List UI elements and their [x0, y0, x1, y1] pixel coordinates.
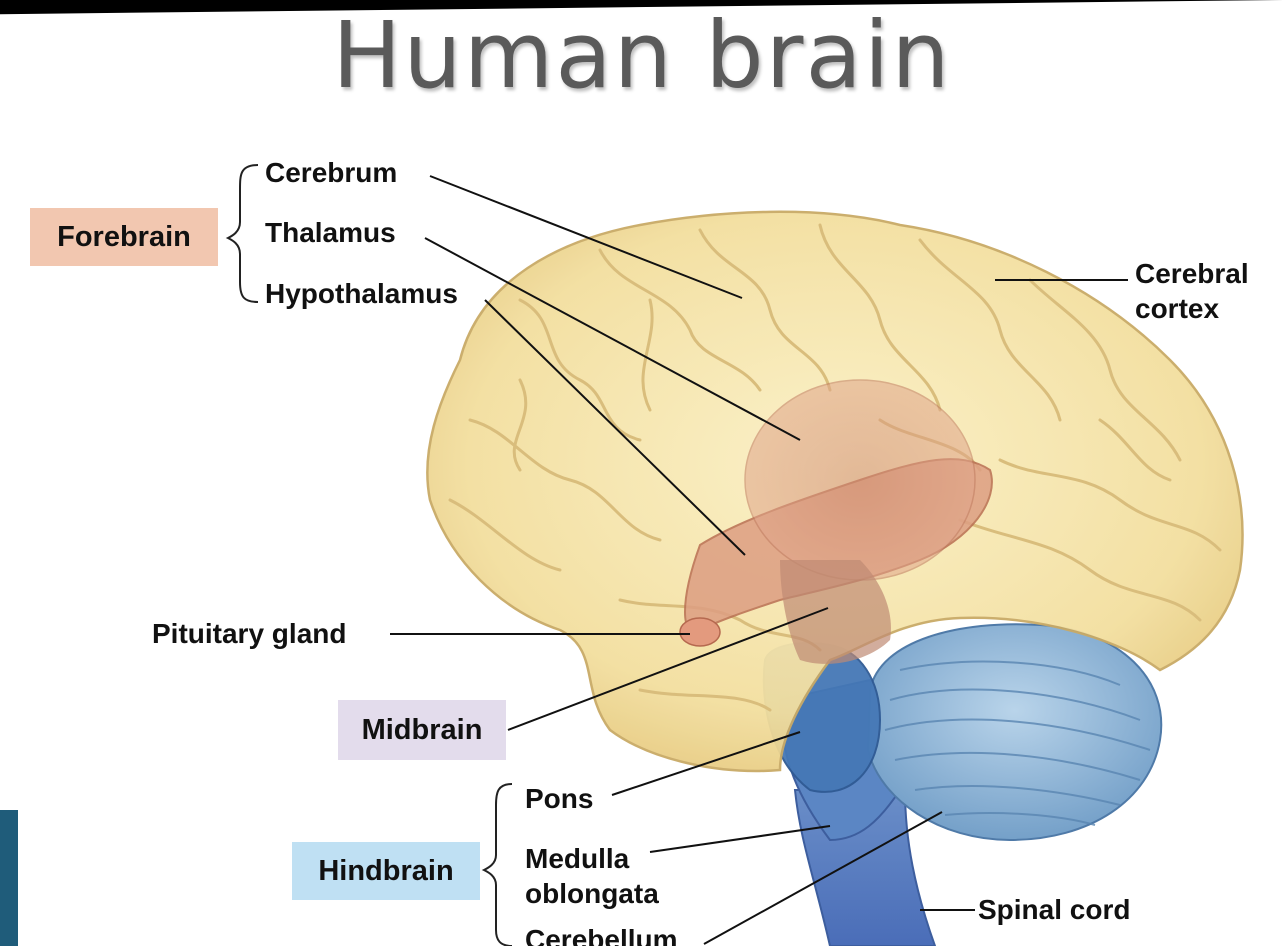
- label-cerebral-cortex-2: cortex: [1135, 293, 1220, 324]
- forebrain-bracket: [225, 164, 259, 303]
- midbrain-box: Midbrain: [338, 700, 506, 760]
- midbrain-label: Midbrain: [361, 713, 483, 746]
- cerebellum-shape: [866, 623, 1163, 842]
- label-cerebrum: Cerebrum: [265, 157, 398, 188]
- label-cerebral-cortex-1: Cerebral: [1135, 258, 1249, 289]
- hindbrain-bracket: [481, 783, 513, 946]
- hindbrain-label: Hindbrain: [318, 854, 454, 887]
- leader-pons: [611, 731, 801, 796]
- forebrain-label: Forebrain: [57, 220, 191, 253]
- label-hypothalamus: Hypothalamus: [265, 278, 458, 309]
- pituitary-gland-shape: [679, 617, 721, 647]
- slide-title: Human brain: [332, 2, 952, 109]
- label-cerebellum: Cerebellum: [525, 924, 678, 946]
- leader-lines: [390, 175, 1128, 945]
- leader-medulla: [649, 825, 831, 853]
- leader-hypothalamus: [484, 299, 746, 556]
- midbrain-shape: [780, 560, 891, 664]
- label-medulla-1: Medulla: [525, 843, 630, 874]
- label-pons: Pons: [525, 783, 594, 814]
- cerebellum-folia: [884, 660, 1151, 826]
- cerebral-sulci: [448, 223, 1222, 712]
- leader-cerebellum: [703, 811, 943, 945]
- forebrain-box: Forebrain: [30, 208, 218, 266]
- label-spinal-cord: Spinal cord: [978, 894, 1131, 925]
- label-pituitary-gland: Pituitary gland: [152, 618, 347, 649]
- label-medulla-2: oblongata: [525, 878, 659, 909]
- thalamus-shape: [744, 379, 976, 581]
- accent-bar: [0, 810, 18, 946]
- label-thalamus: Thalamus: [265, 217, 396, 248]
- leader-midbrain: [507, 607, 829, 731]
- hindbrain-box: Hindbrain: [292, 842, 480, 900]
- leader-cerebrum: [429, 175, 743, 299]
- leader-thalamus: [424, 237, 801, 441]
